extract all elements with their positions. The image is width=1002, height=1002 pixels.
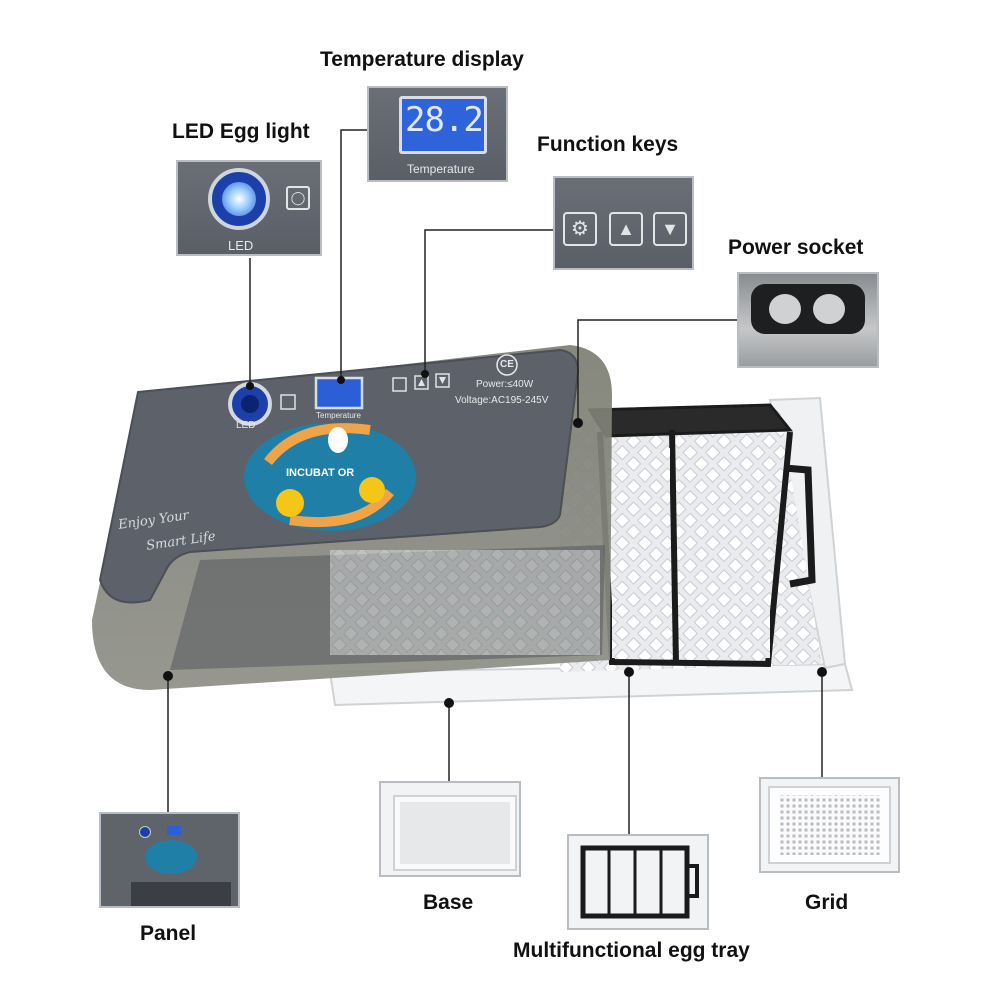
badge-arrow-top <box>264 423 371 466</box>
inset-panel <box>99 812 240 908</box>
lcd-caption: Temperature <box>407 162 475 176</box>
chick-icon <box>276 489 304 517</box>
chick-icon-right <box>359 477 385 503</box>
egg-tray-thumb-svg <box>580 845 699 919</box>
panel-power-spec: Power:≤40W <box>476 379 534 390</box>
base-thumb-rim <box>395 797 515 869</box>
panel-down-key <box>435 373 450 388</box>
socket-pin-left <box>769 294 801 324</box>
label-base: Base <box>423 891 474 914</box>
label-egg-tray: Multifunctional egg tray <box>513 939 750 962</box>
panel-down-glyph <box>439 377 446 384</box>
panel-up-key <box>414 375 429 390</box>
panel-lcd <box>314 376 364 410</box>
inset-egg-tray <box>567 834 709 930</box>
panel-ce-mark-ring <box>496 354 518 376</box>
led-glow <box>222 182 256 216</box>
window-mesh <box>330 550 600 655</box>
inset-function-keys: ⚙ ▲ ▼ <box>553 176 694 270</box>
egg-tray <box>587 403 816 668</box>
inset-led: ◯ LED <box>176 160 322 256</box>
label-function-keys: Function keys <box>537 133 679 156</box>
panel-led-core <box>241 395 259 413</box>
led-caption: LED <box>228 238 254 253</box>
callout-dots <box>163 370 827 708</box>
label-led-egg-light: LED Egg light <box>172 120 310 143</box>
panel-up-glyph <box>418 379 425 386</box>
badge-arrow-bottom <box>289 488 394 528</box>
panel-thumb-badge <box>145 840 197 874</box>
bulb-icon: ◯ <box>286 186 310 210</box>
label-panel: Panel <box>140 922 197 945</box>
panel-temp-caption: Temperature <box>316 411 361 420</box>
panel-ce-mark: CE <box>500 359 514 370</box>
badge-brand-text: INCUBAT OR <box>286 467 355 479</box>
lcd-reading: 28.2 <box>405 100 484 140</box>
inset-base <box>379 781 521 877</box>
label-grid: Grid <box>805 891 849 914</box>
label-power-socket: Power socket <box>728 236 864 259</box>
inset-grid <box>759 777 900 873</box>
up-arrow-icon: ▲ <box>609 212 643 246</box>
label-temperature-display: Temperature display <box>320 48 524 71</box>
panel-led-caption: LED <box>236 420 256 431</box>
down-arrow-icon: ▼ <box>653 212 687 246</box>
gear-icon: ⚙ <box>563 212 597 246</box>
inset-temperature-display: 28.2 Temperature <box>367 86 508 182</box>
panel-gear-key <box>392 377 407 392</box>
callout-lines <box>167 129 823 834</box>
panel-thumb-led <box>139 826 151 838</box>
grid-thumb-svg <box>768 786 891 864</box>
lcd-screen <box>399 96 487 154</box>
inset-power-socket <box>737 272 879 368</box>
socket-pin-right <box>813 294 845 324</box>
panel-thumb-window <box>131 882 231 906</box>
panel-bulb-icon <box>280 394 296 410</box>
egg-icon <box>328 427 348 453</box>
panel-thumb-lcd <box>167 826 181 835</box>
panel-voltage-spec: Voltage:AC195-245V <box>455 395 549 406</box>
